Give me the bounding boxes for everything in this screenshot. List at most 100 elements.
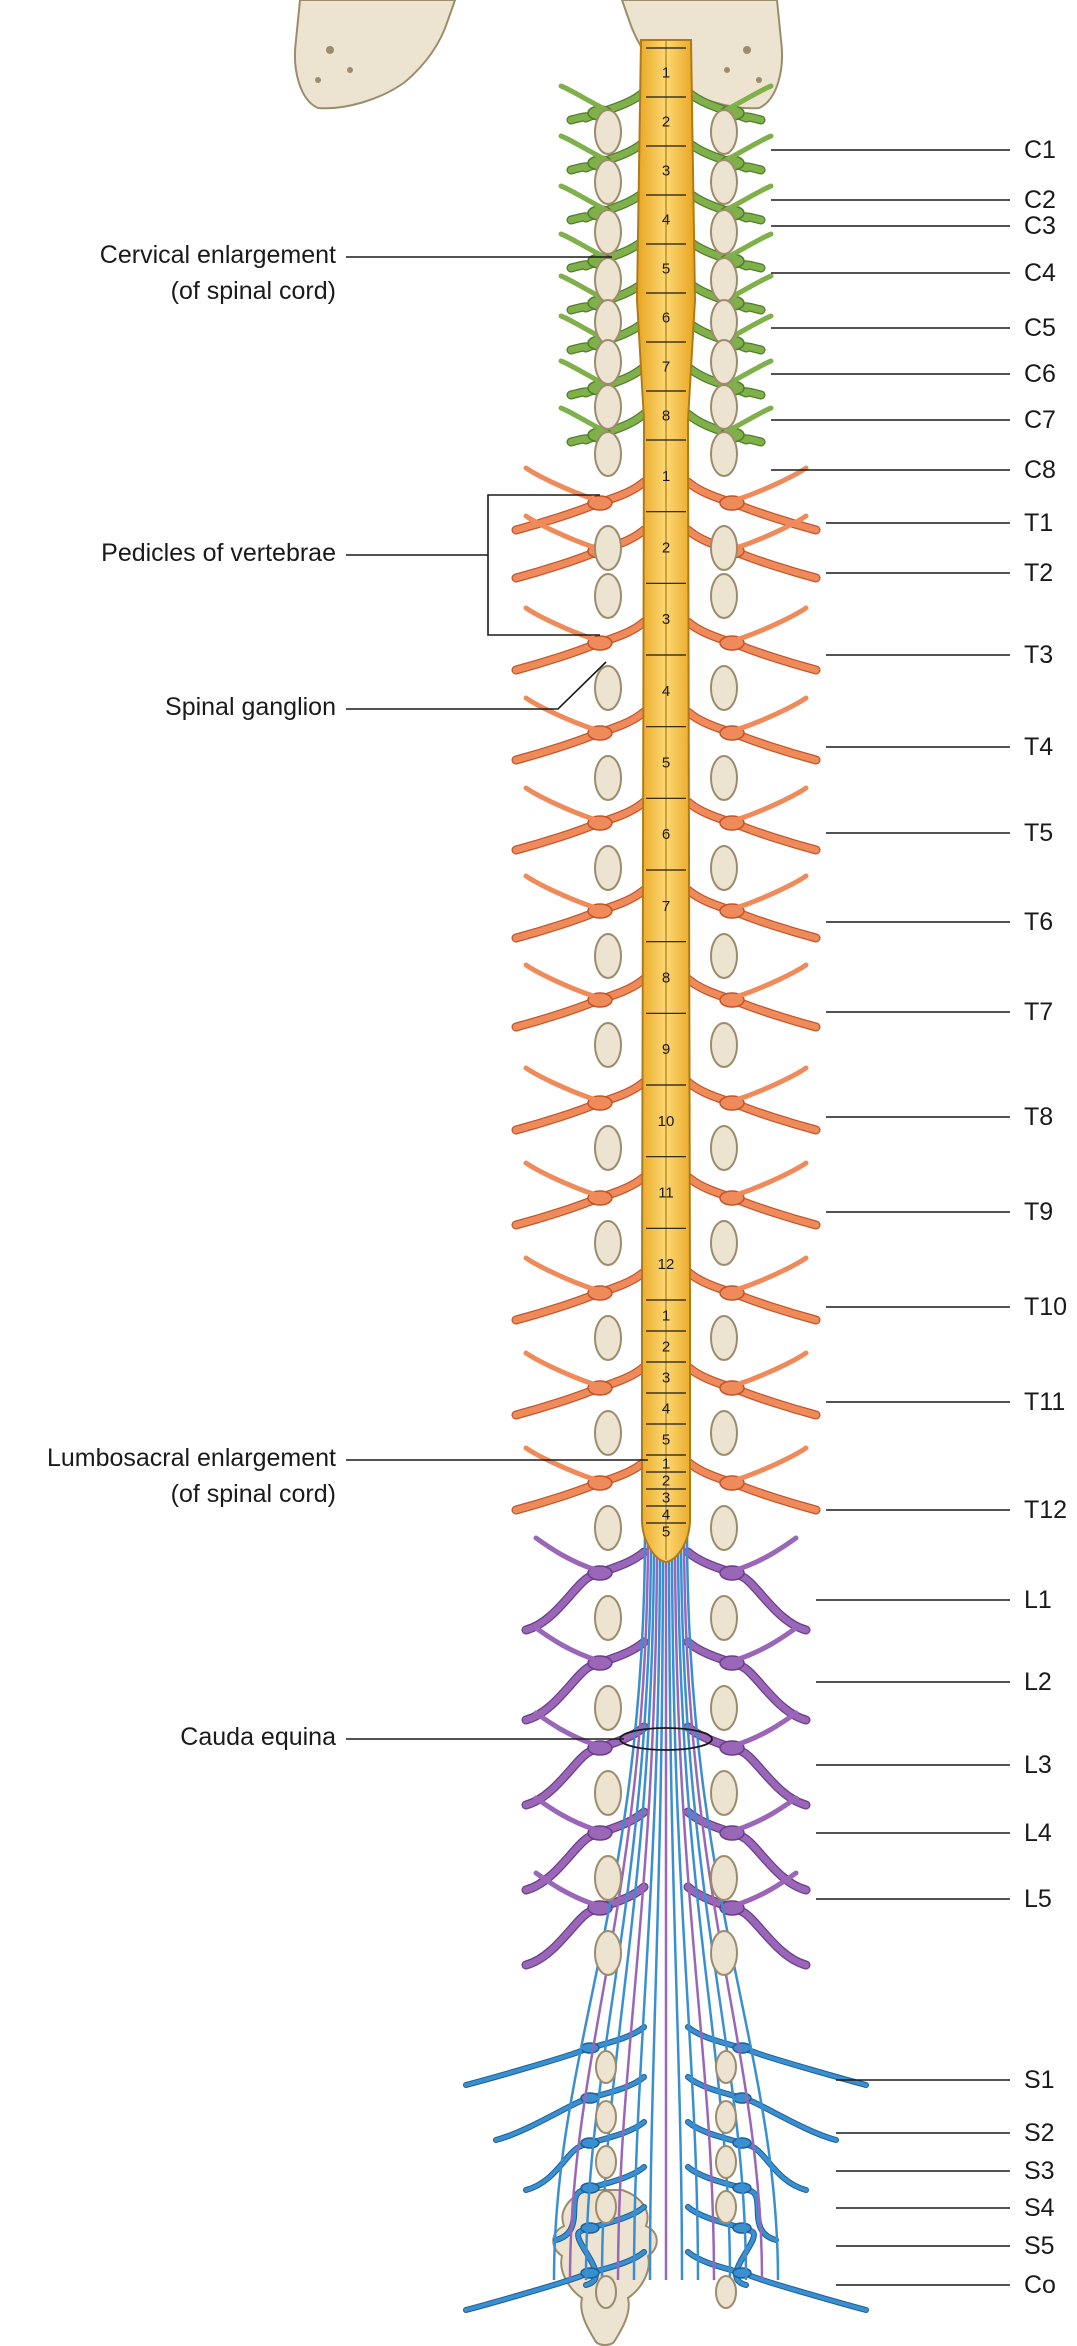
nerve-branch — [733, 1535, 799, 1573]
nerve-branch — [733, 1870, 799, 1908]
pedicle — [715, 2145, 737, 2179]
nerve-label: T11 — [1024, 1388, 1065, 1416]
pedicle — [595, 2100, 617, 2134]
spinal-ganglion — [732, 2042, 752, 2054]
spinal-ganglion — [580, 2267, 600, 2279]
nerve-branch — [533, 1535, 599, 1573]
pedicle — [594, 431, 622, 477]
spinal-nerve-fill — [524, 2120, 646, 2192]
cervical-segment-label: 8 — [662, 408, 670, 425]
lumbar-segment-label: 5 — [662, 1432, 670, 1449]
sacral-segment-label: 4 — [662, 1507, 670, 1524]
cauda-equina-ring — [619, 1727, 713, 1751]
nerve-label: L4 — [1024, 1819, 1052, 1847]
pedicle — [710, 1685, 738, 1731]
pedicle — [594, 1125, 622, 1171]
pedicle — [710, 1022, 738, 1068]
pedicle — [594, 665, 622, 711]
pedicle — [594, 1220, 622, 1266]
nerve-label: T6 — [1024, 908, 1053, 936]
nerve-label: C8 — [1024, 456, 1056, 484]
thoracic-segment-label: 7 — [662, 898, 670, 915]
nerve-branch — [558, 183, 609, 213]
cauda-root — [600, 1529, 656, 2281]
nerve-label: T1 — [1024, 509, 1053, 537]
nerve-label: S5 — [1024, 2232, 1055, 2260]
pedicle — [594, 1315, 622, 1361]
cervical-segment-label: 2 — [662, 114, 670, 131]
nerve-branch — [523, 605, 599, 643]
nerve-branch — [523, 513, 599, 551]
nerve-branch — [733, 513, 809, 551]
nerve-branch — [533, 1710, 599, 1748]
thoracic-segment-label: 11 — [658, 1185, 674, 1202]
nerve-label: C1 — [1024, 136, 1056, 164]
pedicle — [710, 665, 738, 711]
nerve-branch — [733, 1625, 799, 1663]
nerve-branch — [733, 1160, 809, 1198]
nerve-branch — [523, 1160, 599, 1198]
nerve-branch — [533, 1795, 599, 1833]
cauda-equina-roots — [552, 1529, 780, 2281]
thoracic-segment-label: 6 — [662, 826, 670, 843]
nerve-label: T3 — [1024, 641, 1053, 669]
pedicle — [595, 2145, 617, 2179]
nerve-label: S4 — [1024, 2194, 1055, 2222]
nerve-branch — [523, 1255, 599, 1293]
pedicle — [710, 384, 738, 430]
pedicle — [594, 299, 622, 345]
pedicle — [710, 1930, 738, 1976]
pedicle — [594, 1855, 622, 1901]
pedicle — [594, 525, 622, 571]
pedicle — [715, 2050, 737, 2084]
nerve-branch — [523, 873, 599, 911]
thoracic-segment-label: 4 — [662, 683, 670, 700]
pedicle — [594, 1022, 622, 1068]
pedicle — [710, 1220, 738, 1266]
cervical-segment-label: 3 — [662, 163, 670, 180]
thoracic-segment-label: 8 — [662, 970, 670, 987]
pedicle — [710, 257, 738, 303]
pedicle — [710, 209, 738, 255]
nerve-label: L3 — [1024, 1751, 1052, 1779]
nerve-branch — [733, 1445, 809, 1483]
sacral-segment-label: 2 — [662, 1473, 670, 1490]
pedicle — [710, 1410, 738, 1456]
nerve-branch — [733, 1065, 809, 1103]
pedicle — [710, 1855, 738, 1901]
cauda-root — [676, 1529, 732, 2281]
nerve-branch — [733, 873, 809, 911]
pedicle — [594, 845, 622, 891]
nerve-branch — [733, 695, 809, 733]
cauda-root — [670, 1529, 700, 2281]
thoracic-segment-label: 9 — [662, 1041, 670, 1058]
nerve-branch — [723, 83, 774, 113]
spinal-nerves-right — [683, 83, 869, 2313]
pedicle — [715, 2190, 737, 2224]
nerve-label: L2 — [1024, 1668, 1052, 1696]
skull-base — [294, 0, 783, 110]
cervical-segment-label: 5 — [662, 261, 670, 278]
lumbosacral-enlargement-sublabel: (of spinal cord) — [171, 1480, 336, 1508]
nerve-label: Co — [1024, 2271, 1056, 2299]
lumbar-segment-label: 4 — [662, 1401, 670, 1418]
pedicle — [710, 1315, 738, 1361]
pedicle — [594, 573, 622, 619]
pedicle — [594, 933, 622, 979]
cervical-enlargement-label: Cervical enlargement — [100, 241, 336, 269]
nerve-branch — [523, 1445, 599, 1483]
spinal-ganglion — [732, 2267, 752, 2279]
pedicle — [710, 845, 738, 891]
lumbar-segment-label: 1 — [662, 1308, 670, 1325]
nerve-branch — [733, 962, 809, 1000]
pedicle — [594, 1595, 622, 1641]
nerve-label: T5 — [1024, 819, 1053, 847]
nerve-branch — [523, 695, 599, 733]
pedicle — [710, 573, 738, 619]
lumbar-segment-label: 3 — [662, 1370, 670, 1387]
spinal-ganglion — [732, 2137, 752, 2149]
pedicles-bracket — [487, 494, 600, 636]
nerve-label: C6 — [1024, 360, 1056, 388]
nerve-branch — [523, 465, 599, 503]
